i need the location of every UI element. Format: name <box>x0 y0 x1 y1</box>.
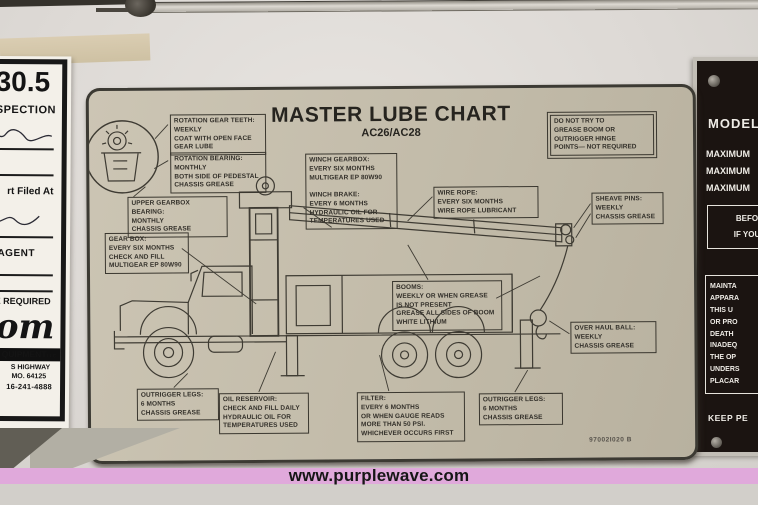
metal-hinge-strip <box>145 0 758 12</box>
inspection-heading: INSPECTION <box>0 103 57 117</box>
metal-knob <box>125 0 156 17</box>
form-rule <box>0 289 53 293</box>
truck-line-drawing <box>88 120 591 393</box>
master-lube-chart-plate: MASTER LUBE CHART AC26/AC28 <box>85 83 699 465</box>
inspection-number: 330.5 <box>0 65 51 98</box>
callout-gear-box: GEAR BOX: EVERY SIX MONTHS CHECK AND FIL… <box>104 232 189 275</box>
callout-wire-rope: WIRE ROPE: EVERY SIX MONTHS WIRE ROPE LU… <box>433 185 539 220</box>
callout-booms: BOOMS: WEEKLY OR WHEN GREASE IS NOT PRES… <box>392 280 503 331</box>
leader-lines <box>133 124 591 393</box>
handwriting-scribble <box>0 215 40 226</box>
agent-label: AGENT <box>0 247 36 260</box>
model-label: MODEL <box>708 116 758 131</box>
form-rule <box>0 147 54 151</box>
phone-number: 16-241-4888 <box>6 382 53 392</box>
spec-plate: MODEL MAXIMUM MAXIMUM MAXIMUM BEFO IF YO… <box>693 57 758 456</box>
top-dark-seam <box>0 0 152 7</box>
warning-text-box: MAINTA APPARA THIS U OR PRO DEATH INADEQ… <box>705 275 758 395</box>
rivet-hole <box>708 75 720 87</box>
callout-outrigger-legs-right: OUTRIGGER LEGS: 6 MONTHS CHASSIS GREASE <box>478 392 564 426</box>
company-name: QUIPMENT <box>1 348 47 360</box>
purplewave-watermark-stripe: www.purplewave.com <box>0 466 758 485</box>
before-operation-box: BEFO IF YOU <box>707 205 758 249</box>
purplewave-url: www.purplewave.com <box>288 466 470 485</box>
magnifier-detail <box>88 120 159 194</box>
maximum-ratings: MAXIMUM MAXIMUM MAXIMUM <box>706 149 750 194</box>
callout-over-haul-ball: OVER HAUL BALL: WEEKLY CHASSIS GREASE <box>570 321 657 355</box>
callout-outrigger-legs-left: OUTRIGGER LEGS: 6 MONTHS CHASSIS GREASE <box>136 388 220 422</box>
callout-sheave-pins: SHEAVE PINS: WEEKLY CHASSIS GREASE <box>591 192 664 225</box>
plate-part-number: 97002I020 B <box>589 436 632 444</box>
callout-rotation-bearing: ROTATION BEARING: MONTHLY BOTH SIDE OF P… <box>170 151 267 194</box>
handwriting-scribble <box>0 129 53 142</box>
inspection-sticker: 330.5 INSPECTION rt Filed At AGENT TE RE… <box>0 55 72 447</box>
form-rule <box>0 235 54 239</box>
callout-winch: WINCH GEARBOX: EVERY SIX MONTHS MULTIGEA… <box>305 152 398 230</box>
address-line2: MO. 64125 <box>11 373 47 381</box>
bottom-wall-band <box>0 484 758 505</box>
callout-rotation-gear-teeth: ROTATION GEAR TEETH: WEEKLY COAT WITH OP… <box>169 113 267 156</box>
rust-seam <box>96 8 128 12</box>
form-rule <box>0 273 53 277</box>
address-line1: S HIGHWAY <box>10 364 51 372</box>
mounting-screw <box>711 437 722 448</box>
callout-filter: FILTER: EVERY 6 MONTHS OR WHEN GAUGE REA… <box>356 391 466 443</box>
form-rule <box>0 173 54 177</box>
filed-at-label: rt Filed At <box>7 186 54 198</box>
truck-body <box>113 176 575 379</box>
keep-personnel-label: KEEP PE <box>708 413 749 423</box>
company-name-bar: QUIPMENTLLC <box>0 347 61 362</box>
warning-box: DO NOT TRY TO GREASE BOOM OR OUTRIGGER H… <box>546 111 658 159</box>
inspection-sticker-frame: 330.5 INSPECTION rt Filed At AGENT TE RE… <box>0 58 68 422</box>
company-script-logo: tom <box>0 306 55 348</box>
required-label: TE REQUIRED <box>0 295 51 307</box>
warning-box-text: DO NOT TRY TO GREASE BOOM OR OUTRIGGER H… <box>549 114 655 156</box>
company-suffix: LLC <box>46 353 57 360</box>
callout-oil-reservoir: OIL RESERVOIR: CHECK AND FILL DAILY HYDR… <box>218 392 310 435</box>
